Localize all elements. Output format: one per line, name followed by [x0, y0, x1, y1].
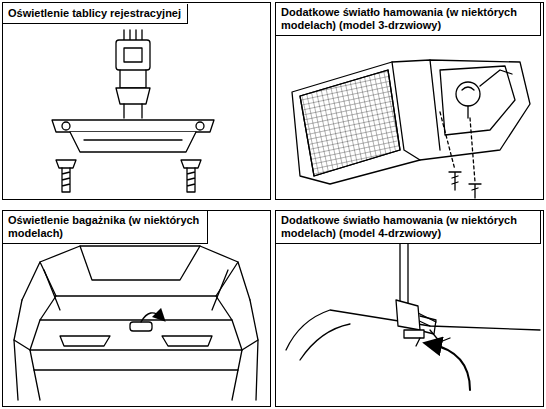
- license-lamp: [52, 30, 214, 192]
- brake-light-4door: [286, 220, 540, 390]
- panel-heading: Oświetlenie bagażnika (w niektórych mode…: [3, 211, 208, 244]
- panel-heading: Dodatkowe światło hamowania (w niektóryc…: [276, 3, 541, 36]
- panel-heading: Dodatkowe światło hamowania (w niektóryc…: [276, 211, 541, 244]
- trunk-light: [14, 246, 258, 400]
- brake-light-3door: [292, 60, 530, 198]
- panel-heading: Oświetlenie tablicy rejestracyjnej: [3, 4, 188, 24]
- panel-box: Oświetlenie tablicy rejestracyjnej: [2, 2, 271, 200]
- panel-box: Dodatkowe światło hamowania (w niektóryc…: [275, 2, 544, 200]
- panel-box: Oświetlenie bagażnika (w niektórych mode…: [2, 210, 271, 407]
- panel-box: Dodatkowe światło hamowania (w niektóryc…: [275, 210, 544, 407]
